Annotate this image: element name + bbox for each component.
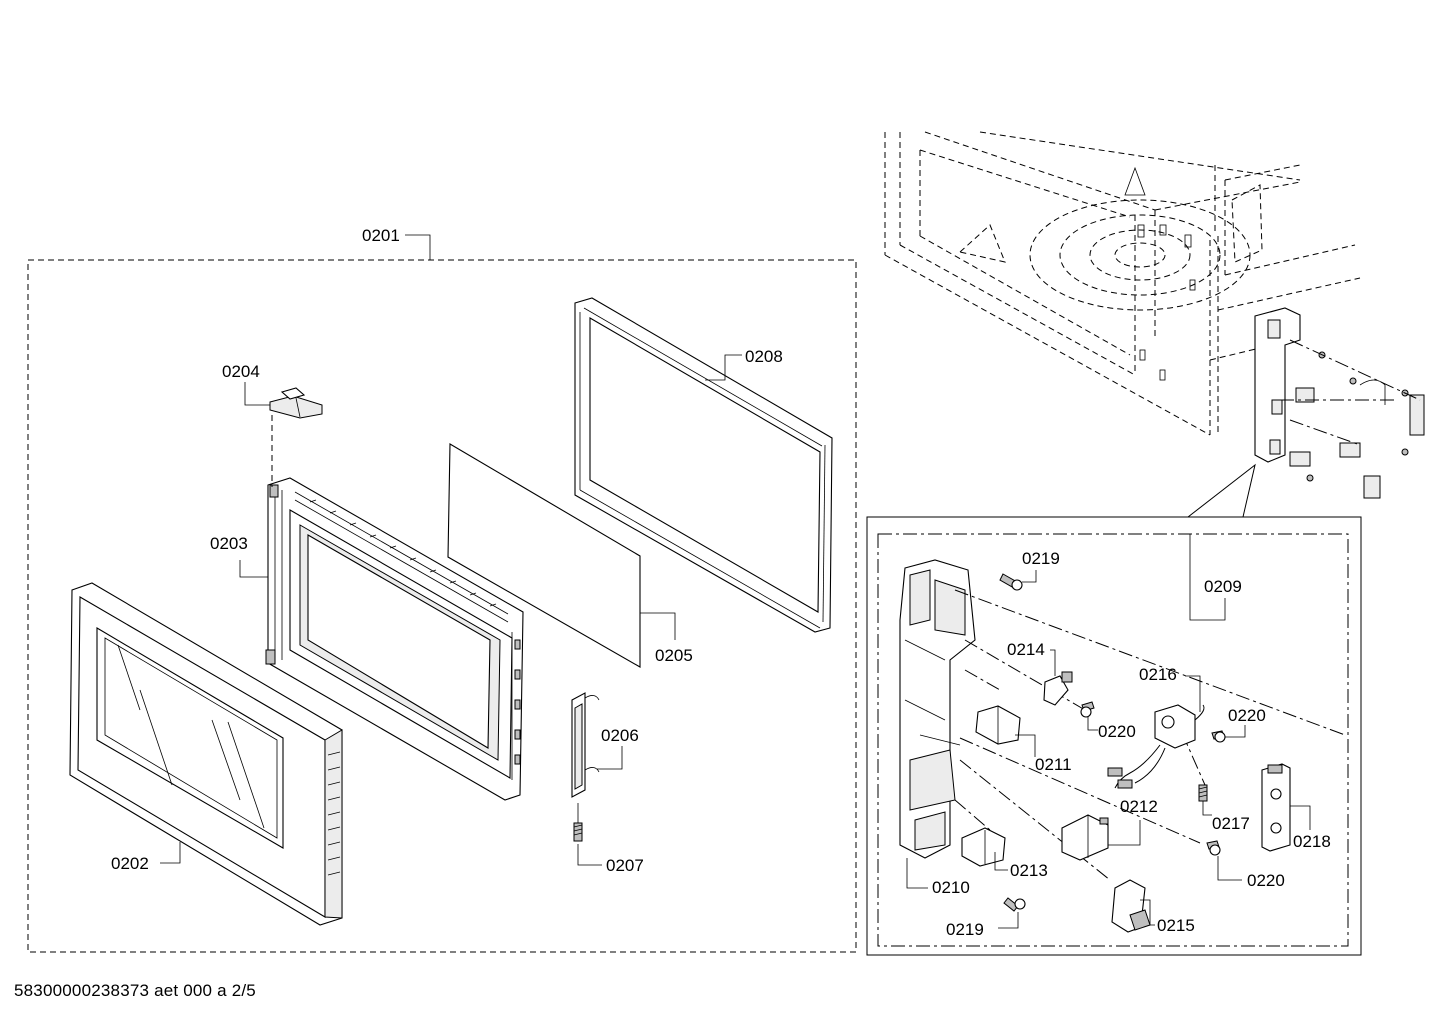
door-assembly-boundary (27, 259, 857, 953)
part-0208-door-frame (574, 297, 833, 633)
leader-0215 (1140, 899, 1155, 926)
label-0209: 0209 (1204, 577, 1242, 596)
detail-box (866, 516, 1362, 956)
door-assembly-group: 0201 0202 (27, 226, 857, 953)
part-0217-spring (1198, 784, 1212, 816)
drawing-reference-number: 58300000238373 aet 000 a 2/5 (14, 981, 256, 1000)
label-0205: 0205 (655, 646, 693, 665)
interlock-detail-group: 0209 0210 (866, 463, 1362, 956)
leader-0218 (1290, 805, 1311, 830)
label-0217: 0217 (1212, 814, 1250, 833)
part-0219-screw-top (999, 570, 1037, 591)
leader-0211 (1015, 734, 1036, 757)
leader-0220c (1217, 856, 1242, 881)
detail-inner-boundary (877, 533, 1349, 947)
label-0210: 0210 (932, 878, 970, 897)
part-0212-microswitch (1061, 814, 1141, 861)
leader-0219b (998, 912, 1019, 929)
label-0220-c: 0220 (1247, 871, 1285, 890)
leader-0201 (405, 234, 431, 260)
leader-0204 (244, 382, 270, 406)
label-0201: 0201 (362, 226, 400, 245)
part-0218-cover (1261, 763, 1311, 852)
leader-0208 (705, 354, 742, 381)
part-0202-door-panel (69, 582, 343, 926)
leader-0214 (1050, 649, 1056, 676)
leader-0212 (1108, 820, 1141, 846)
label-0204: 0204 (222, 362, 260, 381)
leader-0219a (1022, 570, 1037, 583)
label-0220-a: 0220 (1098, 722, 1136, 741)
label-0219-bottom: 0219 (946, 920, 984, 939)
interlock-bracket-preview (1254, 307, 1425, 499)
assembly-guide-lines (954, 589, 1346, 881)
label-0212: 0212 (1120, 797, 1158, 816)
part-0203-inner-frame (239, 477, 524, 801)
part-0220-screw-a (1080, 701, 1098, 731)
part-0220-screw-b (1211, 725, 1246, 743)
part-0220-screw-c (1206, 840, 1242, 881)
label-0202: 0202 (111, 854, 149, 873)
part-0210-interlock-bracket (899, 559, 976, 889)
label-0218: 0218 (1293, 832, 1331, 851)
label-0211: 0211 (1035, 755, 1072, 774)
part-0219-screw-bottom (998, 897, 1026, 929)
microwave-cavity-context (884, 131, 1361, 436)
label-0219-top: 0219 (1022, 549, 1060, 568)
leader-0203 (239, 560, 268, 578)
leader-0220a (1087, 717, 1098, 731)
label-0214: 0214 (1007, 640, 1045, 659)
leader-0202 (160, 842, 181, 864)
part-0216-sensor-harness (1107, 675, 1205, 789)
label-0207: 0207 (606, 856, 644, 875)
label-0213: 0213 (1010, 861, 1048, 880)
part-0204-hinge (244, 382, 323, 487)
callout-pointer (1187, 463, 1256, 518)
label-0215: 0215 (1157, 916, 1195, 935)
label-0208: 0208 (745, 347, 783, 366)
leader-0209 (1189, 534, 1226, 621)
leader-0216 (1185, 675, 1201, 712)
part-0213-microswitch (961, 827, 1008, 871)
label-0203: 0203 (210, 534, 248, 553)
part-0206-latch (571, 692, 623, 798)
leader-0217 (1202, 801, 1212, 816)
label-0220-b: 0220 (1228, 706, 1266, 725)
part-0207-spring (573, 803, 602, 866)
part-0211-microswitch (975, 705, 1036, 757)
leader-0206 (597, 746, 623, 770)
label-0206: 0206 (601, 726, 639, 745)
label-0216: 0216 (1139, 665, 1177, 684)
part-0215-hook (1111, 879, 1155, 933)
part-0214-lever (1043, 649, 1073, 706)
leader-0210 (906, 858, 928, 889)
part-0205-glass-pane (447, 443, 676, 668)
leader-0220b (1225, 725, 1246, 738)
leader-0213 (994, 852, 1008, 871)
leader-0205 (640, 612, 676, 640)
leader-0207 (577, 844, 602, 866)
